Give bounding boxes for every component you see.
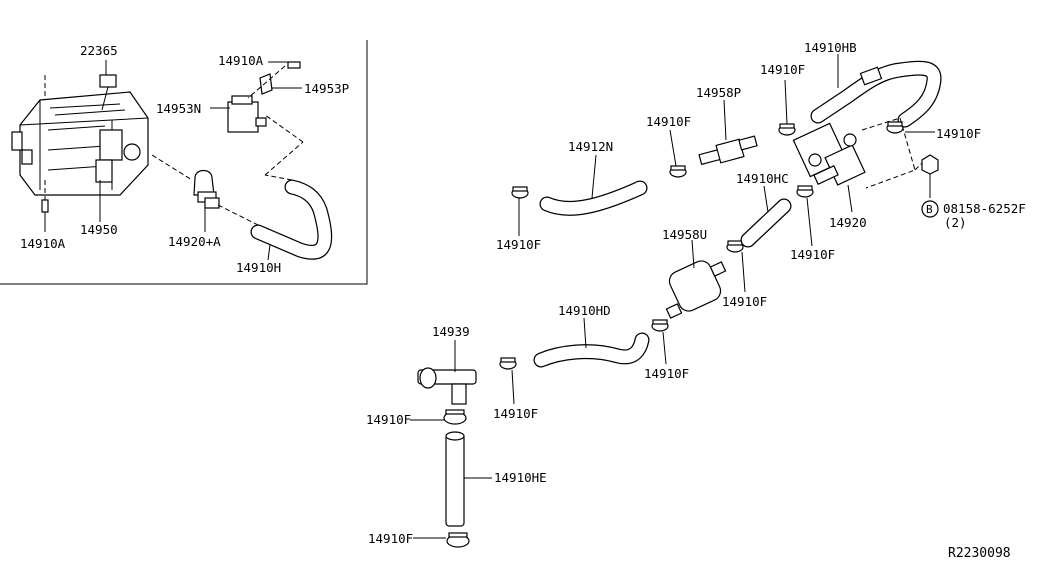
bolt-badge-letter: B <box>926 203 933 216</box>
clamp-14910F-e <box>796 185 814 198</box>
label-14910F-10: 14910F <box>368 531 413 546</box>
label-14910F-3: 14910F <box>936 126 981 141</box>
bolt-08158 <box>921 154 939 198</box>
label-14910A-bottom: 14910A <box>20 236 66 251</box>
label-14910F-8: 14910F <box>493 406 538 421</box>
hose-14910HC <box>740 198 792 248</box>
label-14910HD: 14910HD <box>558 303 611 318</box>
label-14910HE: 14910HE <box>494 470 547 485</box>
label-14958U: 14958U <box>662 227 707 242</box>
canister-14950 <box>11 91 149 196</box>
label-14950: 14950 <box>80 222 118 237</box>
label-14910F-2: 14910F <box>646 114 691 129</box>
inset-frame <box>0 40 368 285</box>
label-14910HC: 14910HC <box>736 171 789 186</box>
valve-14920 <box>792 122 866 186</box>
label-14910F-6: 14910F <box>722 294 767 309</box>
hose-14912N <box>539 180 648 216</box>
hose-14910HE <box>445 431 465 527</box>
filter-14958U <box>665 260 727 319</box>
bracket-14953P <box>259 73 273 95</box>
clamp-14910F-d <box>511 186 529 199</box>
clamp-14910F-f <box>726 240 744 253</box>
bolt-badge-circle <box>921 200 939 218</box>
label-14910HB: 14910HB <box>804 40 857 55</box>
label-14910F-9: 14910F <box>366 412 411 427</box>
valve-14958P <box>698 135 758 166</box>
hose-14910H <box>250 179 333 260</box>
label-14910A-top: 14910A <box>218 53 264 68</box>
tjoint-14939 <box>417 367 477 405</box>
clamp-14910F-i <box>443 409 467 425</box>
label-14939: 14939 <box>432 324 470 339</box>
hose-14910HD <box>533 332 650 368</box>
label-22365: 22365 <box>80 43 118 58</box>
label-14910F-4: 14910F <box>496 237 541 252</box>
bolt-14910A-top <box>287 61 301 69</box>
diagram-reference-id: R2230098 <box>948 546 1011 561</box>
label-14910F-5: 14910F <box>790 247 835 262</box>
label-14910H: 14910H <box>236 260 281 275</box>
clamp-14910F-a <box>778 123 796 136</box>
solenoid-14953N <box>227 95 267 133</box>
clamp-14910F-h <box>499 357 517 370</box>
label-14920A: 14920+A <box>168 234 221 249</box>
sensor-22365 <box>99 74 117 88</box>
clamp-14910F-g <box>651 319 669 332</box>
label-14953P: 14953P <box>304 81 349 96</box>
label-14958P: 14958P <box>696 85 741 100</box>
valve-14920A <box>193 169 220 209</box>
clamp-14910F-b <box>669 165 687 178</box>
clamp-14910F-j <box>446 532 470 548</box>
label-14910F-7: 14910F <box>644 366 689 381</box>
label-14912N: 14912N <box>568 139 613 154</box>
hose-14910HB <box>810 60 942 128</box>
bolt-14910A-bottom <box>41 199 49 232</box>
label-quantity: (2) <box>944 215 967 230</box>
clamp-14910F-c <box>886 121 904 134</box>
label-14910F-1: 14910F <box>760 62 805 77</box>
label-14953N: 14953N <box>156 101 201 116</box>
label-14920: 14920 <box>829 215 867 230</box>
label-08158-6252F: 08158-6252F <box>943 201 1026 216</box>
